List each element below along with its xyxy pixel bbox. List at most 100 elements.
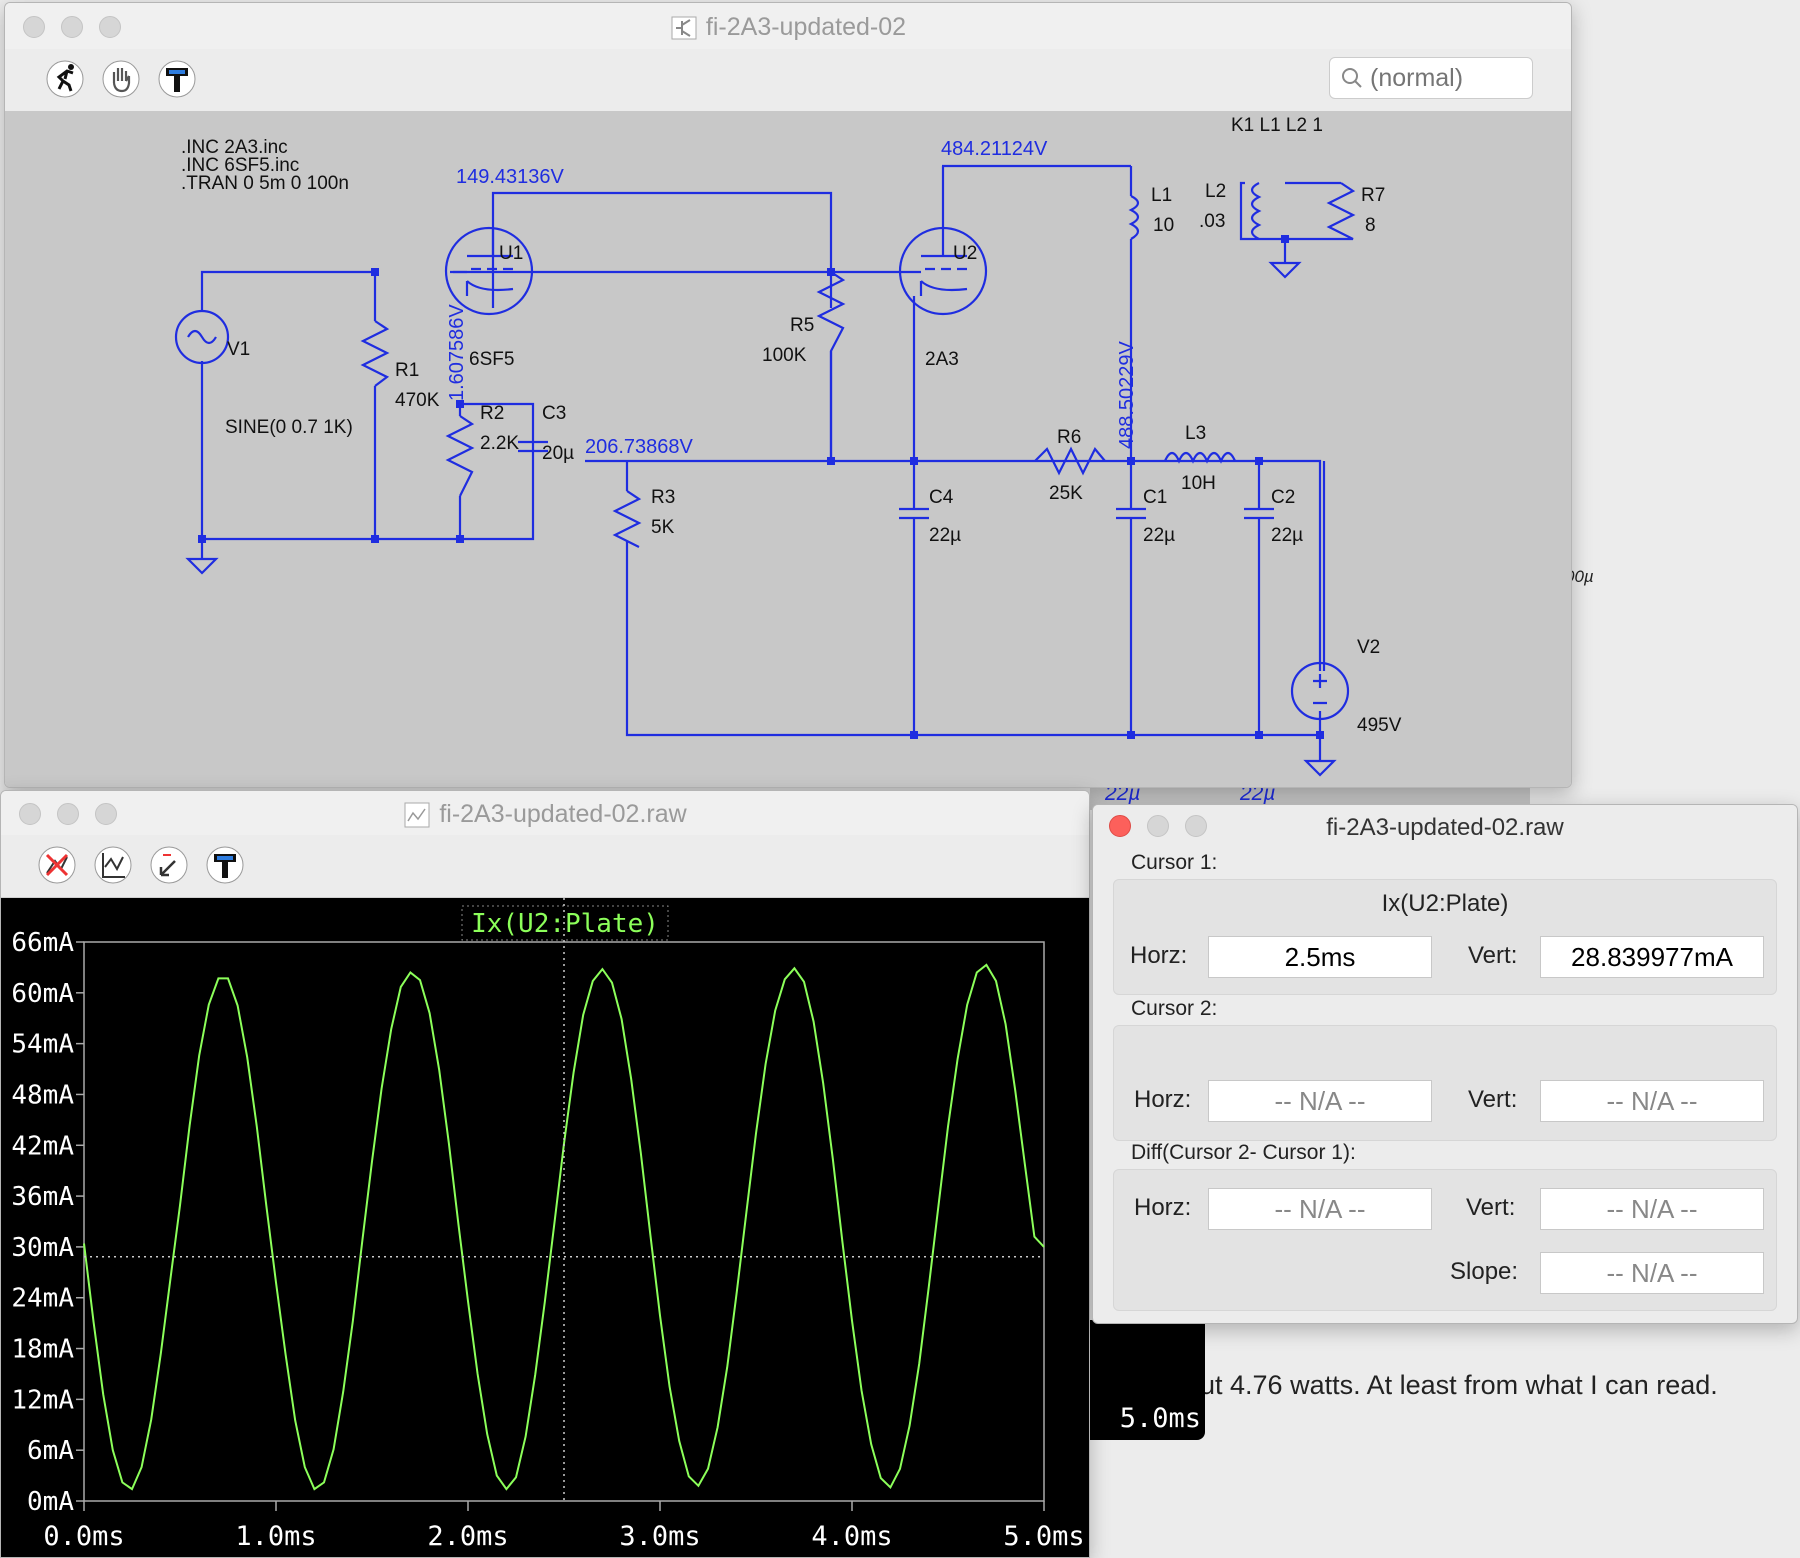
y-tick-label: 60mA <box>11 979 74 1009</box>
y-tick-label: 42mA <box>11 1131 74 1161</box>
y-tick-label: 6mA <box>27 1436 74 1466</box>
close-button[interactable] <box>23 16 45 38</box>
diff-horz-label: Horz: <box>1134 1194 1192 1221</box>
y-tick-label: 24mA <box>11 1284 74 1314</box>
cursor1-panel: Ix(U2:Plate) Horz: 2.5ms Vert: 28.839977… <box>1113 879 1777 995</box>
hammer-icon[interactable] <box>205 845 245 885</box>
diff-slope-field[interactable]: -- N/A -- <box>1540 1252 1764 1294</box>
r1-name: R1 <box>395 360 419 381</box>
hand-icon[interactable] <box>101 59 141 99</box>
minimize-button[interactable] <box>61 16 83 38</box>
x-tick-label: 2.0ms <box>427 1521 508 1552</box>
coupling-directive: K1 L1 L2 1 <box>1231 115 1323 136</box>
close-button[interactable] <box>1109 815 1131 837</box>
c2-name: C2 <box>1271 487 1295 508</box>
background-plot-edge: 5.0ms <box>1085 1320 1205 1440</box>
close-button[interactable] <box>19 803 41 825</box>
c4-value: 22µ <box>929 525 961 546</box>
u1-value: 6SF5 <box>469 349 514 370</box>
cursor1-vert-field[interactable]: 28.839977mA <box>1540 936 1764 978</box>
schematic-toolbar <box>5 49 1571 112</box>
x-tick-label: 3.0ms <box>619 1521 700 1552</box>
zoom-button[interactable] <box>99 16 121 38</box>
waveform-plot[interactable]: Ix(U2:Plate) 0mA 6mA 12mA 18mA 24mA 30mA 36mA 4… <box>1 898 1089 1557</box>
cursor-window: fi-2A3-updated-02.raw Cursor 1: Ix(U2:Pl… <box>1092 804 1798 1324</box>
diff-heading: Diff(Cursor 2- Cursor 1): <box>1131 1141 1356 1164</box>
diff-slope-label: Slope: <box>1450 1258 1519 1285</box>
r7-value: 8 <box>1365 215 1376 236</box>
waveform-window-title: fi-2A3-updated-02.raw <box>439 800 687 828</box>
u1-name: U1 <box>499 243 523 264</box>
y-tick-label: 54mA <box>11 1030 74 1060</box>
cursor1-horz-field[interactable]: 2.5ms <box>1208 936 1432 978</box>
zoom-button[interactable] <box>95 803 117 825</box>
diff-vert-field[interactable]: -- N/A -- <box>1540 1188 1764 1230</box>
cursor1-trace: Ix(U2:Plate) <box>1381 890 1509 917</box>
diff-horz-field[interactable]: -- N/A -- <box>1208 1188 1432 1230</box>
y-tick-label: 36mA <box>11 1182 74 1212</box>
minimize-button[interactable] <box>1147 815 1169 837</box>
trace-label[interactable]: Ix(U2:Plate) <box>471 909 659 939</box>
c4-name: C4 <box>929 487 954 508</box>
minimize-button[interactable] <box>57 803 79 825</box>
l2-name: L2 <box>1205 181 1226 202</box>
diff-vert-label: Vert: <box>1466 1194 1516 1221</box>
search-icon <box>1342 68 1362 88</box>
c3-name: C3 <box>542 403 566 424</box>
voltage-u1-plate: 149.43136V <box>456 166 565 188</box>
y-tick-label: 66mA <box>11 928 74 958</box>
zoom-back-icon[interactable] <box>149 845 189 885</box>
cursor2-heading: Cursor 2: <box>1131 997 1218 1020</box>
directive-3: .TRAN 0 5m 0 100n <box>181 173 349 194</box>
y-tick-label: 0mA <box>27 1487 74 1517</box>
schematic-titlebar: fi-2A3-updated-02 <box>5 3 1571 50</box>
r5-name: R5 <box>790 315 814 336</box>
cursor2-horz-field[interactable]: -- N/A -- <box>1208 1080 1432 1122</box>
run-icon[interactable] <box>45 59 85 99</box>
y-tick-label: 18mA <box>11 1335 74 1365</box>
u2-name: U2 <box>953 243 977 264</box>
r3-value: 5K <box>651 517 675 538</box>
voltage-b-plus-mid: 206.73868V <box>585 436 694 458</box>
waveform-titlebar: fi-2A3-updated-02.raw <box>1 791 1089 836</box>
y-tick-label: 12mA <box>11 1385 74 1415</box>
r3-name: R3 <box>651 487 675 508</box>
erase-icon[interactable] <box>37 845 77 885</box>
l3-value: 10H <box>1181 473 1216 494</box>
schematic-doc-icon <box>671 16 697 40</box>
c1-name: C1 <box>1143 487 1167 508</box>
waveform-window: fi-2A3-updated-02.raw Ix(U2:Plate) 0mA 6m… <box>0 790 1090 1558</box>
v2-value: 495V <box>1357 715 1402 736</box>
x-tick-label: 1.0ms <box>235 1521 316 1552</box>
hammer-icon[interactable] <box>157 59 197 99</box>
waveform-doc-icon <box>404 802 430 828</box>
r6-name: R6 <box>1057 427 1081 448</box>
cursor2-vert-field[interactable]: -- N/A -- <box>1540 1080 1764 1122</box>
l1-name: L1 <box>1151 185 1172 206</box>
cursor2-horz-label: Horz: <box>1134 1086 1192 1113</box>
x-tick-label: 5.0ms <box>1003 1521 1084 1552</box>
search-box[interactable] <box>1329 57 1533 99</box>
cursor-window-title: fi-2A3-updated-02.raw <box>1326 814 1564 841</box>
u2-value: 2A3 <box>925 349 959 370</box>
cursor1-vert-label: Vert: <box>1468 942 1518 969</box>
r7-name: R7 <box>1361 185 1385 206</box>
v1-name: V1 <box>227 339 250 360</box>
schematic-window: fi-2A3-updated-02 <box>4 2 1572 788</box>
r2-value: 2.2K <box>480 433 519 454</box>
background-axis-label: 5.0ms <box>1119 1403 1201 1434</box>
schematic-window-title: fi-2A3-updated-02 <box>705 13 907 41</box>
c3-value: 20µ <box>542 443 574 464</box>
schematic-canvas[interactable]: .INC 2A3.inc .INC 6SF5.inc .TRAN 0 5m 0 … <box>5 111 1571 787</box>
y-tick-label: 30mA <box>11 1233 74 1263</box>
autorange-icon[interactable] <box>93 845 133 885</box>
zoom-button[interactable] <box>1185 815 1207 837</box>
cursor2-panel: Horz: -- N/A -- Vert: -- N/A -- <box>1113 1025 1777 1141</box>
background-value: 00µ <box>1565 567 1594 586</box>
r1-value: 470K <box>395 390 440 411</box>
search-input[interactable] <box>1368 62 1527 94</box>
diff-panel: Horz: -- N/A -- Vert: -- N/A -- Slope: -… <box>1113 1169 1777 1311</box>
l2-value: .03 <box>1199 211 1225 232</box>
directive-1: .INC 2A3.inc <box>181 137 288 158</box>
v1-value: SINE(0 0.7 1K) <box>225 417 353 438</box>
